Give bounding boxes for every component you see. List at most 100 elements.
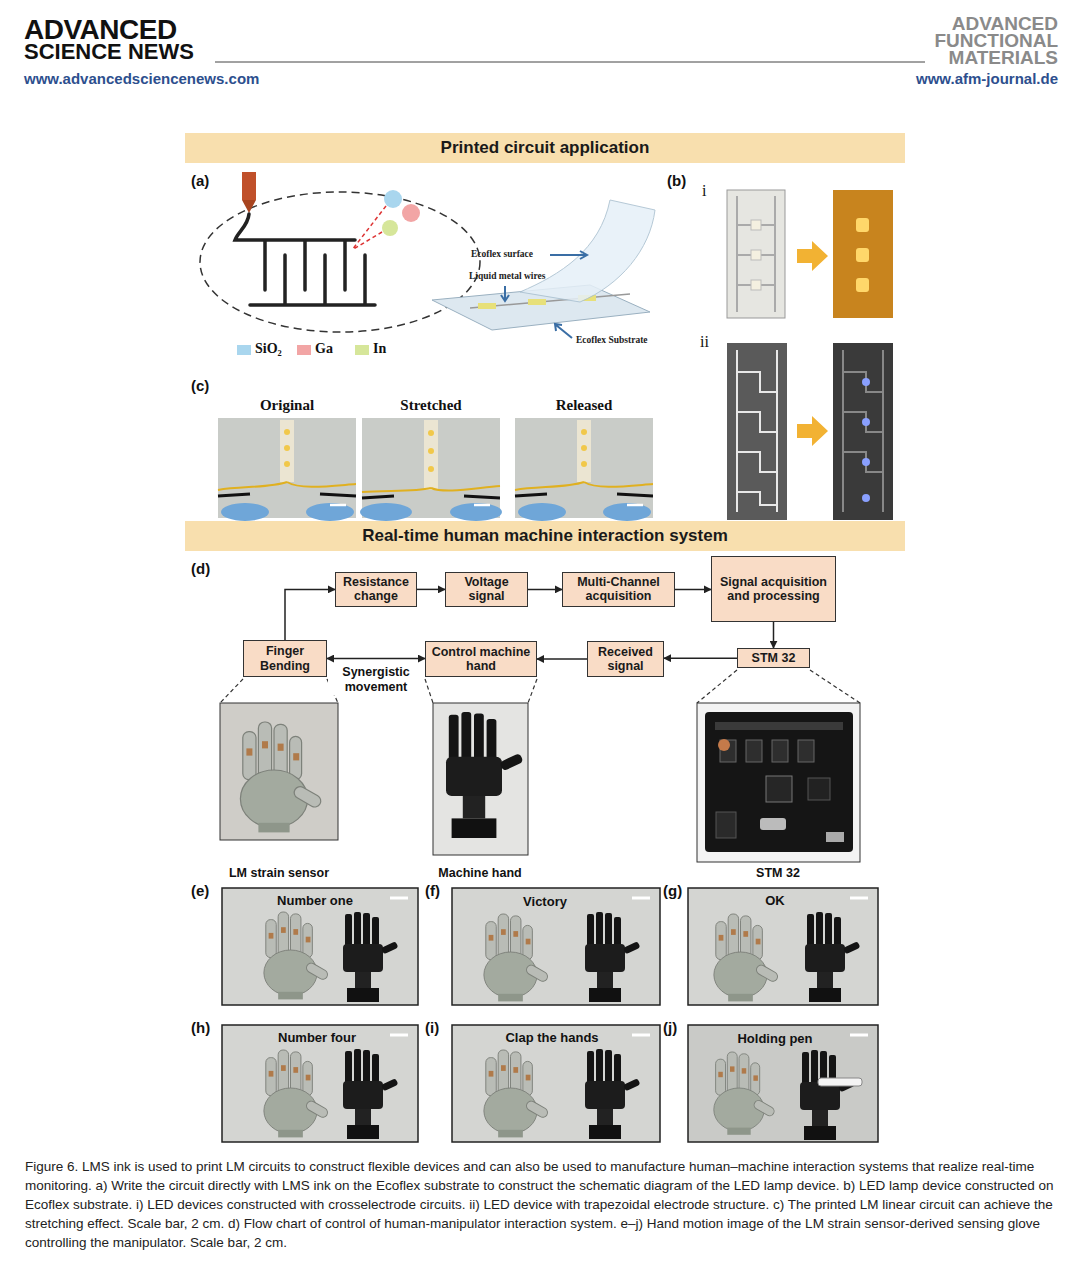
figure-caption: Figure 6. LMS ink is used to print LM ci… bbox=[25, 1157, 1058, 1252]
sensing-glove bbox=[240, 722, 323, 832]
photo-title: Stretched bbox=[400, 396, 461, 414]
node-text: Real-time human machine interaction syst… bbox=[362, 526, 728, 546]
journal-logo: ADVANCED bbox=[24, 16, 177, 44]
gesture-photo bbox=[452, 888, 660, 1005]
arrow-icon bbox=[797, 416, 828, 446]
process-box: Resistance change bbox=[335, 572, 417, 607]
flow-arrow bbox=[285, 589, 335, 640]
led bbox=[751, 220, 761, 230]
flow-arrow bbox=[773, 622, 775, 648]
photo-caption: Machine hand bbox=[438, 866, 521, 881]
flow-arrow bbox=[537, 658, 587, 660]
stretch-photo bbox=[360, 418, 502, 521]
ga-particle bbox=[402, 204, 420, 222]
trapezoid-electrodes bbox=[737, 350, 777, 512]
pointer-arrow bbox=[550, 251, 587, 259]
website-url: www.afm-journal.de bbox=[916, 71, 1058, 88]
ecoflex-surface bbox=[520, 200, 655, 302]
photo-title: Holding pen bbox=[737, 1031, 812, 1047]
legend-swatch bbox=[297, 345, 311, 355]
sio2-particle bbox=[384, 190, 402, 208]
gesture-photo bbox=[222, 1025, 418, 1142]
part-label: Liquid metal wires bbox=[469, 271, 545, 282]
gesture-photo bbox=[688, 1025, 878, 1142]
led-glow bbox=[862, 494, 870, 502]
process-box: Finger Bending bbox=[243, 640, 327, 677]
led-glow bbox=[856, 218, 869, 232]
lm-pad bbox=[528, 299, 546, 305]
photo-title: Victory bbox=[523, 894, 567, 910]
pointer-arrow bbox=[501, 286, 509, 301]
panel-letter: (d) bbox=[191, 560, 210, 578]
node-text: Signal acquisition and processing bbox=[716, 575, 831, 604]
flow-arrow bbox=[528, 589, 562, 591]
stretch-photo bbox=[515, 418, 653, 521]
legend-swatch bbox=[355, 345, 369, 355]
flow-arrow bbox=[664, 657, 737, 659]
panel-letter: (h) bbox=[191, 1019, 210, 1037]
process-box: Multi-Channel acquisition bbox=[562, 572, 675, 607]
node-text: Resistance change bbox=[340, 575, 412, 604]
legend-text: SiO₂ bbox=[255, 341, 282, 358]
led-photo-lit bbox=[833, 343, 893, 520]
led bbox=[751, 280, 761, 290]
node-text: Received signal bbox=[592, 645, 659, 674]
section-band: Printed circuit application bbox=[185, 133, 905, 163]
node-text: STM 32 bbox=[752, 651, 796, 665]
process-box: Signal acquisition and processing bbox=[711, 556, 836, 622]
lm-pad bbox=[478, 303, 496, 309]
flow-arrow bbox=[417, 589, 445, 591]
node-text: Control machine hand bbox=[430, 645, 532, 674]
subpanel-number: i bbox=[702, 181, 706, 200]
led-wires bbox=[737, 196, 775, 312]
node-text: Voltage signal bbox=[450, 575, 523, 604]
journal-logo: SCIENCE NEWS bbox=[24, 41, 194, 63]
photo-title: Number one bbox=[277, 893, 353, 909]
photo-title: Number four bbox=[278, 1030, 356, 1046]
panel-letter: (a) bbox=[191, 172, 209, 190]
led-photo bbox=[727, 343, 787, 520]
legend-swatch bbox=[237, 345, 251, 355]
website-url: www.advancedsciencenews.com bbox=[24, 71, 259, 88]
stretch-photo bbox=[218, 418, 356, 521]
flow-arrow bbox=[327, 658, 425, 660]
photo-caption: LM strain sensor bbox=[229, 866, 329, 881]
node-text: Printed circuit application bbox=[441, 138, 650, 158]
in-particle bbox=[382, 220, 398, 236]
led-glow bbox=[856, 278, 869, 292]
gesture-photo bbox=[688, 888, 878, 1005]
machine-hand-photo bbox=[433, 703, 528, 855]
process-box: Received signal bbox=[587, 641, 664, 677]
panel-letter: (e) bbox=[191, 882, 209, 900]
subpanel-number: ii bbox=[700, 332, 709, 351]
arrow-icon bbox=[797, 241, 828, 271]
machine-hand bbox=[446, 712, 524, 838]
journal-logo: MATERIALS bbox=[949, 48, 1058, 67]
gesture-photo bbox=[222, 888, 418, 1005]
panel-letter: (i) bbox=[425, 1019, 439, 1037]
process-box: STM 32 bbox=[737, 648, 810, 668]
syringe-barrel bbox=[242, 172, 256, 200]
led-glow bbox=[862, 418, 870, 426]
flow-arrow bbox=[675, 589, 711, 591]
process-box: Control machine hand bbox=[425, 641, 537, 677]
legend-text: In bbox=[373, 341, 386, 358]
dashed-region bbox=[200, 192, 480, 332]
node-text: Finger Bending bbox=[248, 644, 322, 673]
section-band: Real-time human machine interaction syst… bbox=[185, 521, 905, 551]
syringe-nozzle bbox=[242, 200, 256, 213]
led-glow bbox=[856, 248, 869, 262]
board-photo bbox=[697, 703, 860, 862]
process-box: Voltage signal bbox=[445, 572, 528, 607]
glove-photo bbox=[220, 703, 338, 840]
legend-text: Ga bbox=[315, 341, 333, 358]
photo-title: OK bbox=[765, 893, 785, 909]
pointer-arrow bbox=[555, 324, 572, 338]
photo-title: Clap the hands bbox=[505, 1030, 598, 1046]
led-glow bbox=[862, 458, 870, 466]
panel-letter: (j) bbox=[663, 1019, 677, 1037]
panel-letter: (f) bbox=[425, 882, 440, 900]
gesture-photo bbox=[452, 1025, 660, 1142]
photo-title: Released bbox=[556, 396, 613, 414]
